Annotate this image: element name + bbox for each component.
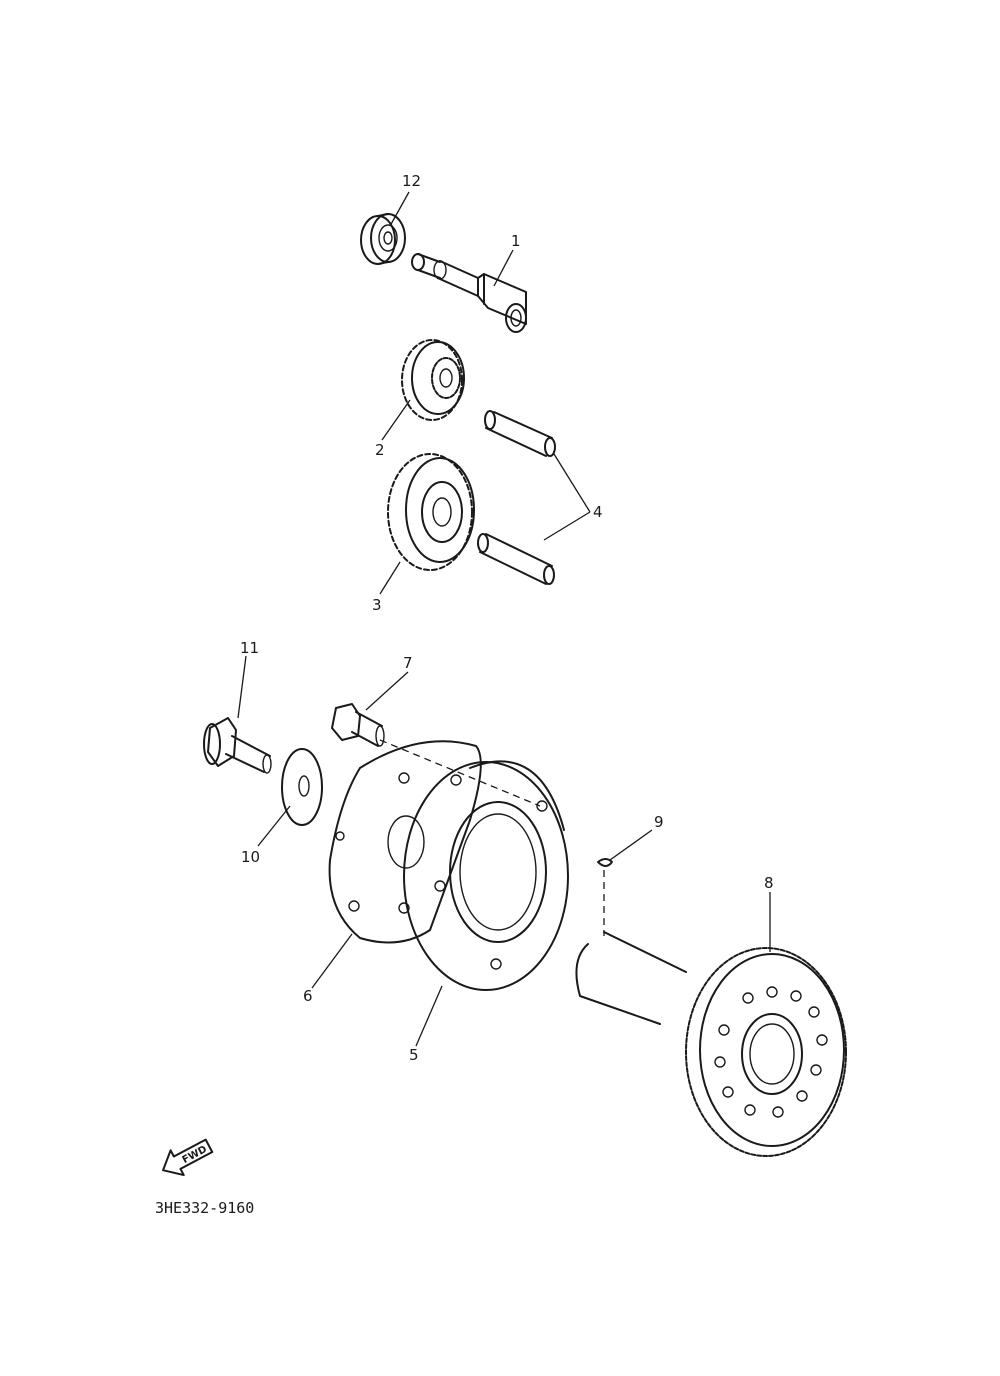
forward-marker-label: FWD — [181, 1144, 209, 1166]
diagram-code: 3HE332-9160 — [155, 1199, 254, 1217]
crank-shaft-phantom — [575, 931, 687, 1025]
callout-labels: 12 1 2 3 4 11 7 10 9 8 6 5 — [240, 172, 774, 1064]
callout-8: 8 — [764, 874, 774, 892]
callout-1: 1 — [511, 232, 521, 250]
part-3-gear — [387, 453, 475, 571]
callout-9: 9 — [654, 813, 664, 831]
part-12-bearing — [360, 213, 406, 265]
callout-11: 11 — [240, 639, 259, 657]
part-6-plate — [328, 740, 482, 944]
part-10-washer — [281, 748, 323, 826]
callout-6: 6 — [303, 987, 313, 1005]
callout-5: 5 — [409, 1046, 419, 1064]
part-7-bolt — [331, 703, 385, 747]
part-5-clutch-housing — [403, 760, 569, 991]
callout-10: 10 — [241, 848, 260, 866]
callout-2: 2 — [375, 441, 385, 459]
callout-7: 7 — [403, 654, 413, 672]
callout-4: 4 — [593, 503, 603, 521]
part-8-ring-gear — [685, 947, 847, 1157]
callout-12: 12 — [402, 172, 421, 190]
callout-3: 3 — [372, 596, 382, 614]
part-11-bolt — [203, 717, 272, 774]
forward-arrow-icon: FWD — [162, 1138, 214, 1177]
part-9-key — [597, 858, 613, 867]
leader-lines — [237, 191, 771, 1047]
part-1-shaft — [411, 253, 527, 333]
part-4-pins — [477, 410, 556, 585]
part-2-gear — [401, 339, 465, 421]
